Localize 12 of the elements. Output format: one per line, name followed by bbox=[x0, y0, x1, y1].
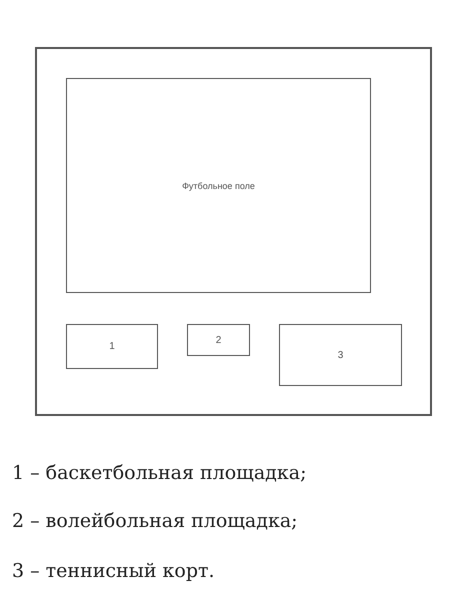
court-outline bbox=[279, 324, 402, 386]
field-label: Футбольное поле bbox=[182, 180, 255, 190]
legend-note: 1 – баскетбольная площадка; bbox=[12, 462, 306, 484]
court-outline bbox=[187, 324, 250, 356]
legend-note: 2 – волейбольная площадка; bbox=[12, 510, 298, 532]
court-number: 1 bbox=[109, 341, 115, 352]
court-number: 2 bbox=[216, 334, 222, 346]
court-outline bbox=[66, 324, 158, 369]
court-number: 3 bbox=[338, 350, 344, 360]
legend-note: 3 – теннисный корт. bbox=[12, 560, 215, 582]
site-outline bbox=[35, 47, 432, 416]
field-outline bbox=[66, 78, 371, 293]
